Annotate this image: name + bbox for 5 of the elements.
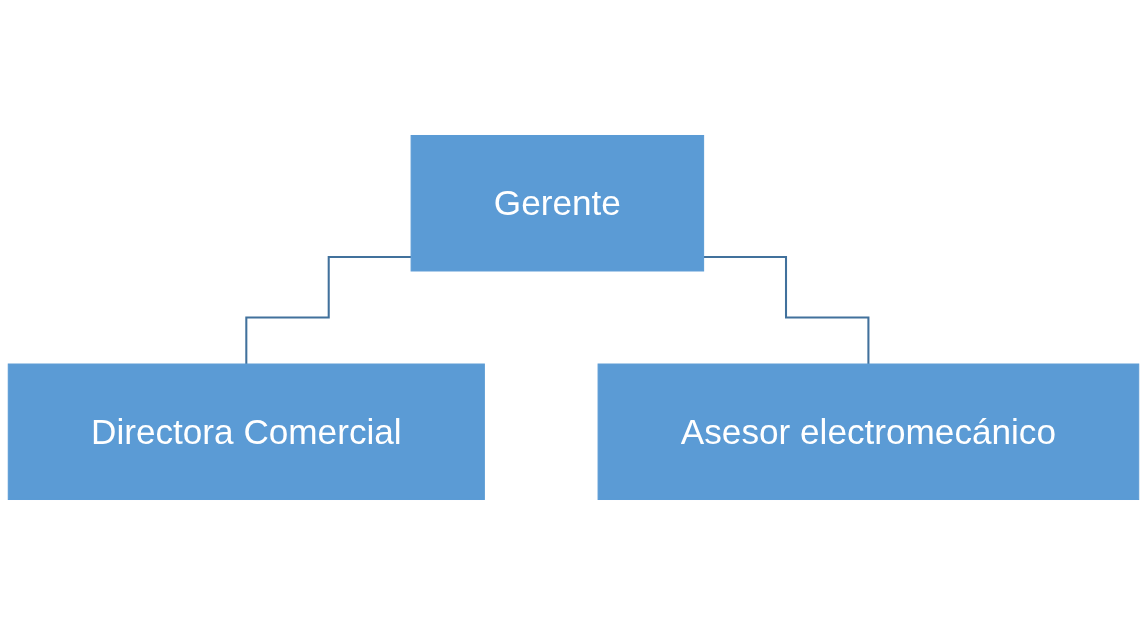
- node-box: Directora Comercial: [7, 363, 485, 500]
- node-box: Asesor electromecánico: [597, 363, 1140, 500]
- connector: [245, 255, 412, 366]
- connector: [703, 255, 870, 366]
- node-box: Gerente: [410, 135, 705, 272]
